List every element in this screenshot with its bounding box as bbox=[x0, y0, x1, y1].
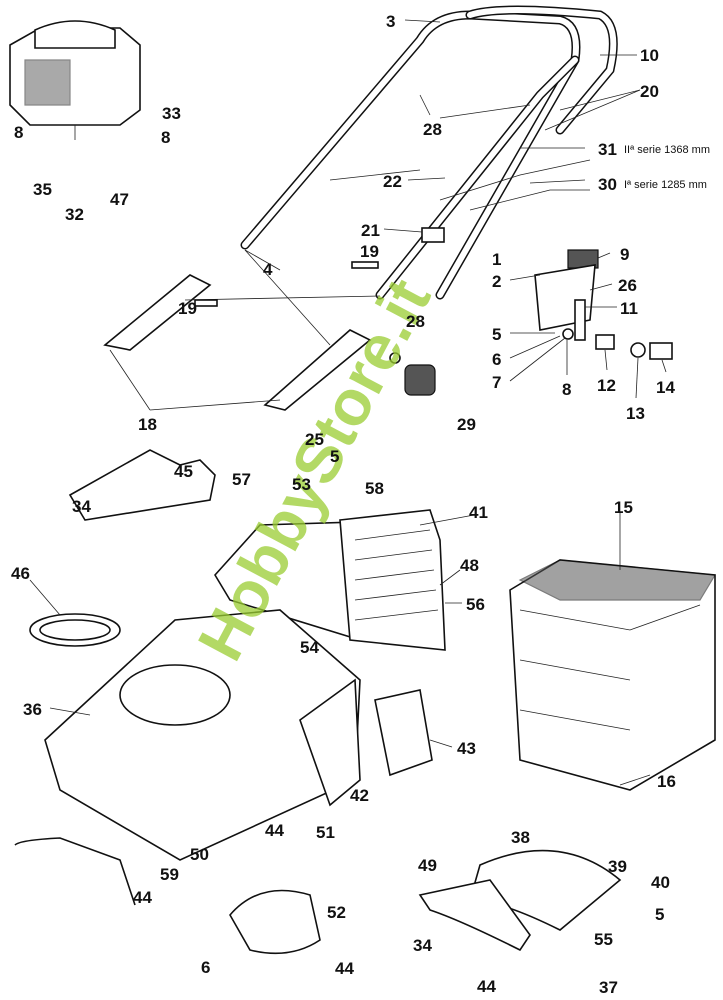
mower-deck bbox=[14, 609, 361, 906]
callout-30: 30 bbox=[598, 175, 617, 194]
callout-26: 26 bbox=[618, 276, 637, 295]
callout-34: 34 bbox=[72, 497, 91, 516]
callout-20: 20 bbox=[640, 82, 659, 101]
callout-29: 29 bbox=[457, 415, 476, 434]
callout-42: 42 bbox=[350, 786, 369, 805]
callout-7: 7 bbox=[492, 373, 501, 392]
callout-8b: 8 bbox=[14, 123, 23, 142]
callout-13: 13 bbox=[626, 404, 645, 423]
callout-3: 3 bbox=[386, 12, 395, 31]
callout-28: 28 bbox=[423, 120, 442, 139]
callout-50: 50 bbox=[190, 845, 209, 864]
callout-51: 51 bbox=[316, 823, 335, 842]
callout-14: 14 bbox=[656, 378, 675, 397]
callout-35: 35 bbox=[33, 180, 52, 199]
callout-1: 1 bbox=[492, 250, 501, 269]
grass-bag bbox=[509, 559, 717, 791]
callout-8: 8 bbox=[562, 380, 571, 399]
callout-2: 2 bbox=[492, 272, 501, 291]
callout-41: 41 bbox=[469, 503, 488, 522]
callout-22: 22 bbox=[383, 172, 402, 191]
rear-flap bbox=[418, 849, 622, 952]
callout-15: 15 bbox=[614, 498, 633, 517]
callout-40: 40 bbox=[651, 873, 670, 892]
callout-52: 52 bbox=[327, 903, 346, 922]
callout-11: 11 bbox=[620, 299, 638, 318]
callout-44b: 44 bbox=[133, 888, 152, 907]
callout-57: 57 bbox=[232, 470, 251, 489]
callout-33: 33 bbox=[162, 104, 181, 123]
series-2-note: IIª serie 1368 mm bbox=[624, 144, 710, 156]
callout-44d: 44 bbox=[477, 977, 496, 996]
callout-43: 43 bbox=[457, 739, 476, 758]
callout-53: 53 bbox=[292, 475, 311, 494]
callout-38: 38 bbox=[511, 828, 530, 847]
callout-45: 45 bbox=[174, 462, 193, 481]
callout-10: 10 bbox=[640, 46, 659, 65]
guard bbox=[229, 889, 321, 955]
callout-39: 39 bbox=[608, 857, 627, 876]
callout-44c: 44 bbox=[335, 959, 354, 978]
callout-5: 5 bbox=[492, 325, 501, 344]
engine bbox=[9, 20, 141, 140]
callout-21: 21 bbox=[361, 221, 380, 240]
callout-16: 16 bbox=[657, 772, 676, 791]
callout-37: 37 bbox=[599, 978, 618, 997]
callout-48: 48 bbox=[460, 556, 479, 575]
handle-brackets bbox=[103, 249, 381, 411]
callout-58: 58 bbox=[365, 479, 384, 498]
callout-49: 49 bbox=[418, 856, 437, 875]
callout-31: 31 bbox=[598, 140, 617, 159]
series-1-note: Iª serie 1285 mm bbox=[624, 179, 707, 191]
callout-32: 32 bbox=[65, 205, 84, 224]
callout-18: 18 bbox=[138, 415, 157, 434]
callout-labels: 3 10 20 28 31 22 30 21 19 1 9 4 2 26 11 … bbox=[11, 12, 710, 997]
callout-55: 55 bbox=[594, 930, 613, 949]
callout-34b: 34 bbox=[413, 936, 432, 955]
callout-59: 59 bbox=[160, 865, 179, 884]
callout-44: 44 bbox=[265, 821, 284, 840]
callout-47: 47 bbox=[110, 190, 129, 209]
lever-assembly bbox=[389, 249, 673, 396]
callout-8c: 8 bbox=[161, 128, 170, 147]
callout-28b: 28 bbox=[406, 312, 425, 331]
plate bbox=[374, 689, 433, 777]
callout-9: 9 bbox=[620, 245, 629, 264]
callout-19: 19 bbox=[360, 242, 379, 261]
callout-36: 36 bbox=[23, 700, 42, 719]
handle-assembly bbox=[240, 5, 618, 300]
side-chute bbox=[68, 449, 216, 521]
callout-12: 12 bbox=[597, 376, 616, 395]
callout-54: 54 bbox=[300, 638, 319, 657]
callout-4: 4 bbox=[263, 260, 273, 279]
callout-6b: 6 bbox=[201, 958, 210, 977]
callout-5c: 5 bbox=[655, 905, 664, 924]
callout-19b: 19 bbox=[178, 299, 197, 318]
rear-frame bbox=[214, 509, 446, 651]
callout-6: 6 bbox=[492, 350, 501, 369]
callout-46: 46 bbox=[11, 564, 30, 583]
leader-lines bbox=[29, 19, 667, 786]
callout-5b: 5 bbox=[330, 447, 339, 466]
callout-25: 25 bbox=[305, 430, 324, 449]
callout-56: 56 bbox=[466, 595, 485, 614]
